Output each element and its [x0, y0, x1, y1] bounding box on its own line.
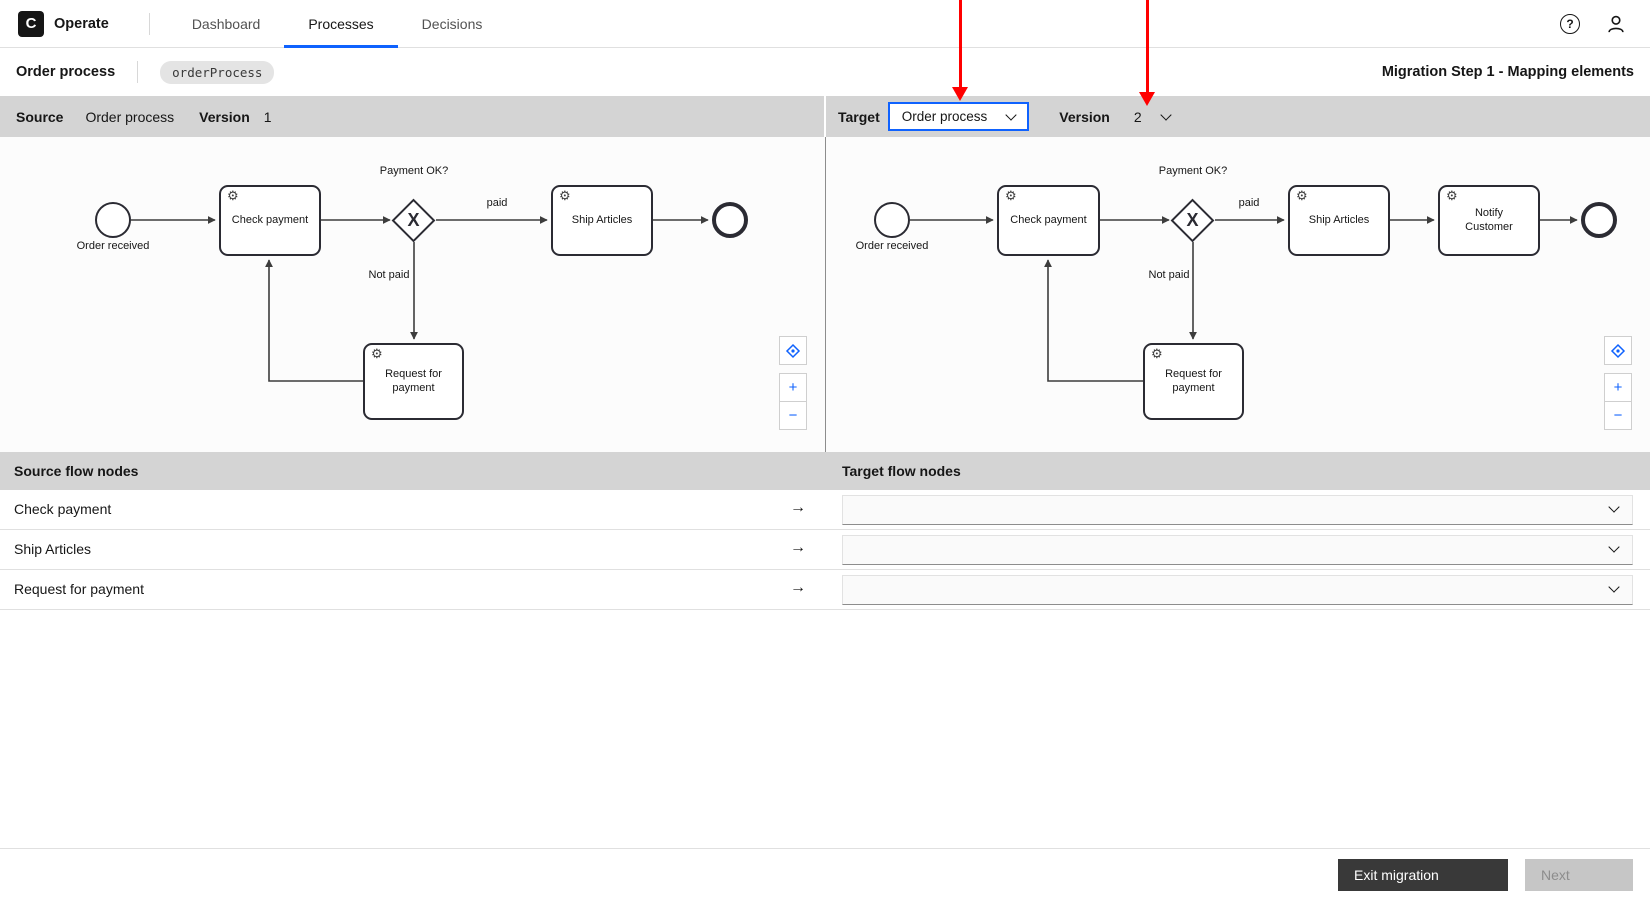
- task-label: Check payment: [1010, 213, 1087, 226]
- not-paid-flow-label: Not paid: [368, 269, 410, 281]
- task-ship-articles[interactable]: ⚙ Ship Articles: [551, 185, 653, 256]
- nav-item-decisions[interactable]: Decisions: [421, 15, 483, 32]
- start-event: [95, 202, 131, 238]
- task-label: Request for payment: [1165, 367, 1222, 394]
- task-check-payment[interactable]: ⚙ Check payment: [997, 185, 1100, 256]
- gateway-x-marker: X: [407, 210, 420, 230]
- source-flow-node-label: Check payment: [14, 501, 112, 517]
- migration-step-title: Migration Step 1 - Mapping elements: [1381, 64, 1634, 80]
- paid-flow-label: paid: [1238, 197, 1260, 209]
- chevron-down-icon: [1160, 108, 1172, 121]
- target-flow-nodes-header: Target flow nodes: [842, 463, 961, 479]
- end-event: [712, 202, 748, 238]
- target-diagram: Order received ⚙ Check payment X Payment…: [826, 137, 1650, 452]
- target-flow-node-select[interactable]: [842, 575, 1633, 605]
- main-nav: Dashboard Processes Decisions: [168, 0, 507, 48]
- service-task-icon: ⚙: [227, 188, 239, 203]
- arrow-right-icon: →: [790, 499, 806, 516]
- next-button[interactable]: Next: [1525, 858, 1633, 891]
- chevron-down-icon: [1608, 501, 1620, 513]
- exit-migration-button[interactable]: Exit migration: [1338, 858, 1508, 891]
- service-task-icon: ⚙: [1151, 346, 1163, 361]
- arrow-right-icon: →: [790, 539, 806, 556]
- source-diagram: Order received ⚙ Check payment X Payment…: [0, 137, 825, 452]
- source-zoom-controls: + −: [779, 336, 807, 430]
- service-task-icon: ⚙: [1296, 188, 1308, 203]
- service-task-icon: ⚙: [1446, 188, 1458, 203]
- chevron-down-icon: [1608, 541, 1620, 553]
- process-name: Order process: [16, 64, 116, 80]
- target-label: Target: [838, 108, 880, 125]
- target-process-dropdown[interactable]: Order process: [887, 102, 1030, 131]
- process-id-badge: orderProcess: [160, 60, 275, 84]
- target-panel-header: Target Order process Version 2: [826, 96, 1650, 137]
- end-event: [1581, 202, 1617, 238]
- gateway-label: Payment OK?: [379, 165, 449, 177]
- panel-divider: [825, 137, 826, 452]
- nav-divider: [148, 12, 150, 35]
- task-request-for-payment[interactable]: ⚙ Request for payment: [1143, 343, 1244, 420]
- task-label: Request for payment: [385, 367, 442, 394]
- not-paid-flow-label: Not paid: [1148, 269, 1190, 281]
- migration-footer: Exit migration Next: [0, 848, 1650, 900]
- arrow-right-icon: →: [790, 579, 806, 596]
- service-task-icon: ⚙: [371, 346, 383, 361]
- target-version-dropdown[interactable]: [1160, 108, 1172, 121]
- camunda-logo: C: [18, 10, 44, 37]
- target-version-label: Version: [1059, 108, 1110, 125]
- gateway-label: Payment OK?: [1158, 165, 1228, 177]
- start-event: [874, 202, 910, 238]
- task-label: Check payment: [231, 213, 309, 226]
- nav-right: ?: [1560, 13, 1626, 34]
- task-request-for-payment[interactable]: ⚙ Request for payment: [363, 343, 464, 420]
- reset-zoom-button[interactable]: [779, 336, 807, 365]
- service-task-icon: ⚙: [1005, 188, 1017, 203]
- zoom-out-button[interactable]: −: [1604, 401, 1632, 430]
- chevron-down-icon: [1005, 108, 1017, 121]
- task-label: Ship Articles: [571, 213, 633, 226]
- task-notify-customer[interactable]: ⚙ Notify Customer: [1438, 185, 1540, 256]
- app-title: Operate: [54, 15, 109, 32]
- source-panel-header: Source Order process Version 1: [0, 96, 824, 137]
- source-process-name: Order process: [85, 108, 175, 125]
- mapping-row-check-payment: Check payment →: [0, 490, 1650, 530]
- chevron-down-icon: [1608, 581, 1620, 593]
- zoom-out-button[interactable]: −: [779, 401, 807, 430]
- source-label: Source: [16, 108, 64, 125]
- source-flow-node-label: Ship Articles: [14, 541, 92, 557]
- mapping-row-request-for-payment: Request for payment →: [0, 570, 1650, 610]
- zoom-in-button[interactable]: +: [779, 373, 807, 402]
- gateway-x-marker: X: [1186, 210, 1199, 230]
- mapping-row-ship-articles: Ship Articles →: [0, 530, 1650, 570]
- source-version-value: 1: [263, 108, 272, 125]
- service-task-icon: ⚙: [559, 188, 571, 203]
- nav-item-dashboard[interactable]: Dashboard: [191, 15, 261, 32]
- target-version-value: 2: [1133, 108, 1142, 125]
- source-sequence-flows: [131, 216, 709, 382]
- task-ship-articles[interactable]: ⚙ Ship Articles: [1288, 185, 1390, 256]
- user-account-icon[interactable]: [1606, 14, 1626, 34]
- target-sequence-flows: [910, 216, 1578, 382]
- task-label: Ship Articles: [1308, 213, 1370, 226]
- start-event-label: Order received: [76, 240, 150, 252]
- target-flow-node-select[interactable]: [842, 535, 1633, 565]
- mapping-table-header: Source flow nodes Target flow nodes: [0, 452, 1650, 490]
- top-nav: C Operate Dashboard Processes Decisions …: [0, 0, 1650, 48]
- source-flow-nodes-header: Source flow nodes: [14, 463, 139, 479]
- process-header: Order process orderProcess Migration Ste…: [0, 48, 1650, 96]
- reset-zoom-button[interactable]: [1604, 336, 1632, 365]
- task-label: Notify Customer: [1465, 206, 1513, 233]
- source-flow-node-label: Request for payment: [14, 581, 144, 597]
- paid-flow-label: paid: [486, 197, 508, 209]
- nav-item-processes[interactable]: Processes: [284, 0, 399, 48]
- zoom-in-button[interactable]: +: [1604, 373, 1632, 402]
- task-check-payment[interactable]: ⚙ Check payment: [219, 185, 321, 256]
- start-event-label: Order received: [855, 240, 929, 252]
- help-icon[interactable]: ?: [1560, 13, 1580, 34]
- header-divider: [137, 61, 139, 83]
- source-version-label: Version: [199, 108, 250, 125]
- target-zoom-controls: + −: [1604, 336, 1632, 430]
- target-flow-node-select[interactable]: [842, 495, 1633, 525]
- target-process-dropdown-value: Order process: [901, 109, 988, 124]
